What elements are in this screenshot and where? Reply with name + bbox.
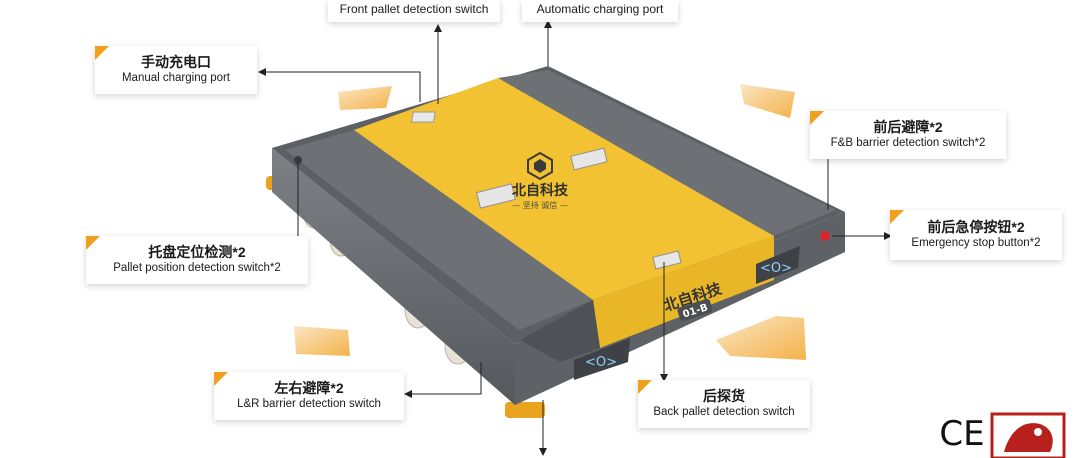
callout-corner-accent — [86, 236, 100, 250]
svg-text:<O>: <O> — [585, 355, 617, 370]
manual-charging-callout: 手动充电口 Manual charging port — [95, 46, 257, 94]
back-pallet-callout: 后探货 Back pallet detection switch — [638, 380, 810, 428]
manual-charging-label-en: Manual charging port — [121, 72, 231, 84]
deck-brand-subtext: — 坚持 诚信 — — [512, 200, 568, 210]
emergency-stop-callout: 前后急停按钮*2 Emergency stop button*2 — [890, 210, 1062, 260]
lion-logo-icon — [990, 412, 1066, 458]
fb-barrier-callout: 前后避障*2 F&B barrier detection switch*2 — [810, 111, 1006, 159]
callout-corner-accent — [638, 380, 652, 394]
lr-barrier-label-zh: 左右避障*2 — [274, 380, 344, 396]
pallet-position-callout: 托盘定位检测*2 Pallet position detection switc… — [86, 236, 308, 284]
callout-corner-accent — [810, 111, 824, 125]
manual-charging-label-zh: 手动充电口 — [141, 54, 211, 70]
front-pallet-detection-label: Front pallet detection switch — [339, 2, 489, 16]
lr-barrier-callout: 左右避障*2 L&R barrier detection switch — [214, 372, 404, 420]
emergency-stop-label-zh: 前后急停按钮*2 — [927, 219, 1025, 235]
deck-logo — [527, 151, 553, 181]
lr-barrier-label-en: L&R barrier detection switch — [237, 398, 381, 410]
emergency-stop-button — [820, 231, 830, 241]
direction-arrow-icon — [294, 84, 806, 360]
callout-corner-accent — [95, 46, 109, 60]
ce-mark-icon: CE — [939, 414, 984, 454]
pallet-position-label-zh: 托盘定位检测*2 — [148, 244, 246, 260]
callout-corner-accent — [214, 372, 228, 386]
light-bar: <O> <O> — [574, 246, 800, 380]
back-pallet-label-zh: 后探货 — [703, 388, 745, 404]
deck-brand-text: 北自科技 — [512, 182, 569, 199]
agv-vehicle: 北自科技 — 坚持 诚信 — 北自科技 01-B <O> <O> — [266, 66, 845, 418]
front-pallet-detection-callout: Front pallet detection switch — [328, 0, 500, 22]
auto-charging-label: Automatic charging port — [536, 2, 664, 16]
pallet-position-label-en: Pallet position detection switch*2 — [113, 262, 281, 274]
fb-barrier-label-zh: 前后避障*2 — [873, 119, 943, 135]
auto-charging-callout: Automatic charging port — [522, 0, 678, 22]
callout-corner-accent — [890, 210, 904, 224]
back-pallet-label-en: Back pallet detection switch — [653, 406, 795, 418]
svg-text:<O>: <O> — [760, 261, 792, 276]
fb-barrier-label-en: F&B barrier detection switch*2 — [830, 137, 986, 149]
emergency-stop-label-en: Emergency stop button*2 — [911, 237, 1041, 249]
